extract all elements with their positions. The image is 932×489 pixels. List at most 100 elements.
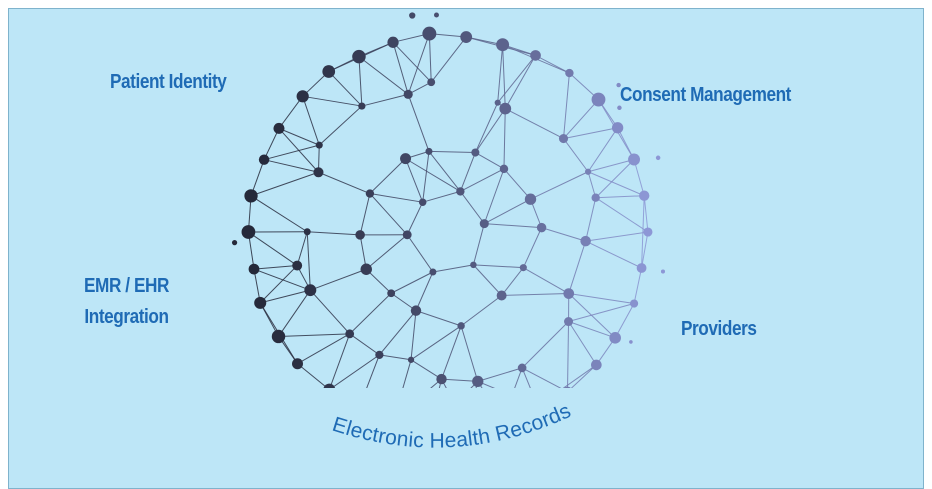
- network-node: [358, 102, 366, 110]
- network-edge: [505, 108, 564, 140]
- network-edge: [422, 151, 430, 203]
- network-edge: [475, 152, 505, 170]
- network-edge: [306, 231, 311, 291]
- network-edge: [541, 227, 586, 242]
- network-edge: [359, 234, 367, 270]
- network-edge: [568, 293, 616, 339]
- network-edge: [259, 265, 298, 304]
- network-edge: [472, 223, 485, 265]
- arc-label-text: Electronic Health Records: [330, 399, 575, 452]
- network-dot: [231, 239, 238, 246]
- network-edge: [501, 267, 524, 296]
- network-node: [517, 363, 527, 373]
- network-edge: [568, 240, 587, 294]
- network-edge: [361, 93, 409, 107]
- network-edge: [406, 234, 434, 273]
- network-node: [387, 289, 396, 298]
- network-edge: [358, 56, 363, 107]
- network-edge: [484, 198, 531, 225]
- network-node: [425, 147, 433, 155]
- network-edge: [369, 158, 406, 194]
- network-edge: [330, 354, 380, 388]
- network-edge: [595, 159, 635, 199]
- network-node: [591, 193, 600, 202]
- label-consent-management: Consent Management: [620, 84, 791, 106]
- network-edge: [535, 54, 570, 74]
- network-edge: [570, 364, 597, 388]
- network-edge: [438, 378, 443, 388]
- network-edge: [369, 193, 408, 236]
- label-emr-line1: EMR / EHR: [84, 275, 170, 297]
- network-edge: [296, 231, 308, 266]
- network-edge: [278, 127, 320, 146]
- network-edge: [410, 310, 417, 360]
- network-node: [457, 322, 465, 330]
- arc-label: Electronic Health Records: [330, 399, 575, 452]
- network-edge: [309, 289, 351, 335]
- network-node: [345, 329, 355, 339]
- network-edge: [366, 354, 380, 388]
- network-node: [292, 260, 303, 271]
- network-edge: [502, 44, 506, 109]
- network-node: [410, 305, 422, 316]
- network-edge: [563, 73, 570, 139]
- network-dot: [655, 155, 661, 161]
- network-edge: [359, 193, 371, 235]
- network-node: [418, 198, 427, 206]
- network-node: [494, 99, 501, 106]
- network-edge: [475, 381, 479, 388]
- network-dot: [616, 82, 621, 88]
- network-node: [591, 359, 602, 371]
- network-edge: [297, 363, 329, 388]
- network-edge: [422, 190, 461, 203]
- network-node: [530, 50, 541, 61]
- network-edge: [595, 195, 645, 199]
- network-edge: [585, 240, 642, 269]
- network-node: [585, 168, 592, 175]
- network-edge: [477, 381, 483, 388]
- network-node: [403, 89, 413, 99]
- network-edge: [253, 268, 311, 291]
- network-edge: [278, 128, 319, 173]
- network-node: [629, 299, 639, 308]
- network-edge: [250, 171, 319, 197]
- network-edge: [470, 381, 479, 388]
- network-edge: [430, 378, 442, 388]
- network-node: [273, 122, 285, 134]
- network-edge: [390, 271, 434, 294]
- network-node: [323, 383, 336, 388]
- network-node: [313, 167, 324, 178]
- network-node: [241, 225, 256, 239]
- network-edge: [459, 191, 485, 224]
- network-edge: [477, 367, 523, 382]
- network-node: [402, 230, 412, 240]
- network-edge: [307, 231, 361, 236]
- network-edge: [503, 168, 531, 200]
- network-edge: [392, 42, 409, 95]
- network-edge: [643, 195, 649, 233]
- network-edge: [318, 105, 363, 146]
- network-node: [565, 68, 574, 78]
- network-edge: [428, 150, 476, 154]
- network-node: [471, 148, 480, 157]
- network-edge: [497, 55, 536, 103]
- network-edge: [349, 292, 392, 335]
- network-node: [429, 268, 437, 276]
- network-edge: [358, 56, 409, 95]
- network-edge: [260, 289, 311, 304]
- network-edge: [585, 231, 648, 242]
- network-node: [407, 356, 415, 363]
- network-node: [639, 190, 650, 201]
- network-edge: [587, 171, 645, 197]
- network-node: [580, 235, 591, 247]
- network-edge: [503, 108, 506, 169]
- network-edge: [379, 354, 412, 361]
- network-node: [609, 332, 621, 344]
- network-node: [636, 263, 647, 273]
- network-edge: [441, 378, 478, 382]
- network-edge: [428, 151, 461, 192]
- network-edge: [568, 321, 616, 339]
- network-node: [303, 228, 311, 236]
- network-node: [355, 230, 365, 240]
